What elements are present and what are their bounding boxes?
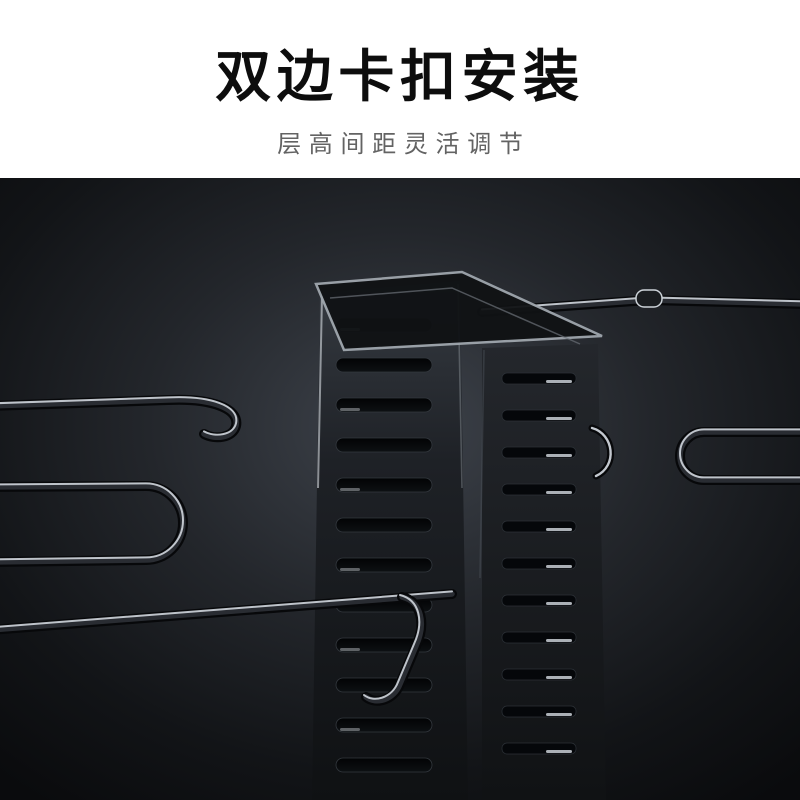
slotted-rail-side-icon (479, 344, 606, 800)
banner-subtitle: 层高间距灵活调节 (277, 130, 531, 158)
top-frame-icon (314, 270, 603, 352)
product-render-rack (0, 178, 800, 800)
wire-ubend-left-icon (0, 481, 188, 567)
product-scene (0, 178, 800, 800)
wire-rod-long-icon (0, 589, 457, 706)
banner-title: 双边卡扣安装 (215, 45, 585, 108)
rod-sleeve-connector-icon (635, 289, 663, 308)
wire-hook-left-icon (0, 394, 242, 443)
banner-text-block: 双边卡扣安装 层高间距灵活调节 (0, 0, 800, 178)
slotted-rail-front-icon (312, 281, 468, 800)
snap-clip-icon (588, 424, 615, 480)
wire-ubend-right-icon (675, 427, 800, 485)
